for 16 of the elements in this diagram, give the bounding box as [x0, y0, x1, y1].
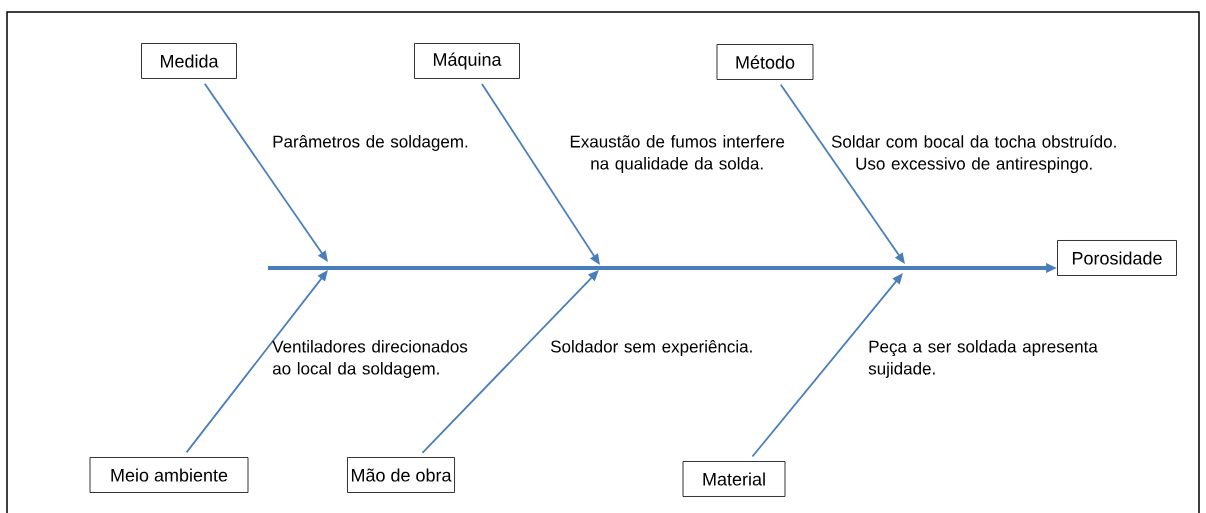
cause-text: Soldador sem experiência.	[550, 340, 752, 356]
category-box: Material	[682, 461, 786, 497]
cause-text: Exaustão de fumos interfere na qualidade da solda.	[570, 135, 785, 173]
category-box: Método	[716, 44, 814, 80]
bone-arrow	[421, 270, 599, 454]
cause-text: Parâmetros de soldagem.	[273, 135, 468, 151]
category-box: Máquina	[414, 43, 520, 79]
cause-text: Ventiladores direcionados ao local da soldagem.	[272, 340, 468, 378]
category-box: Porosidade	[1057, 240, 1177, 276]
cause-text: Peça a ser soldada apresenta sujidade.	[868, 340, 1098, 378]
cause-text: Soldar com bocal da tocha obstruído. Uso excessivo de antirespingo.	[831, 134, 1116, 173]
category-box: Mão de obra	[347, 457, 455, 493]
bone-arrow	[185, 270, 328, 454]
category-box: Meio ambiente	[89, 457, 249, 493]
bone-arrow	[751, 273, 903, 458]
category-box: Medida	[141, 43, 237, 79]
